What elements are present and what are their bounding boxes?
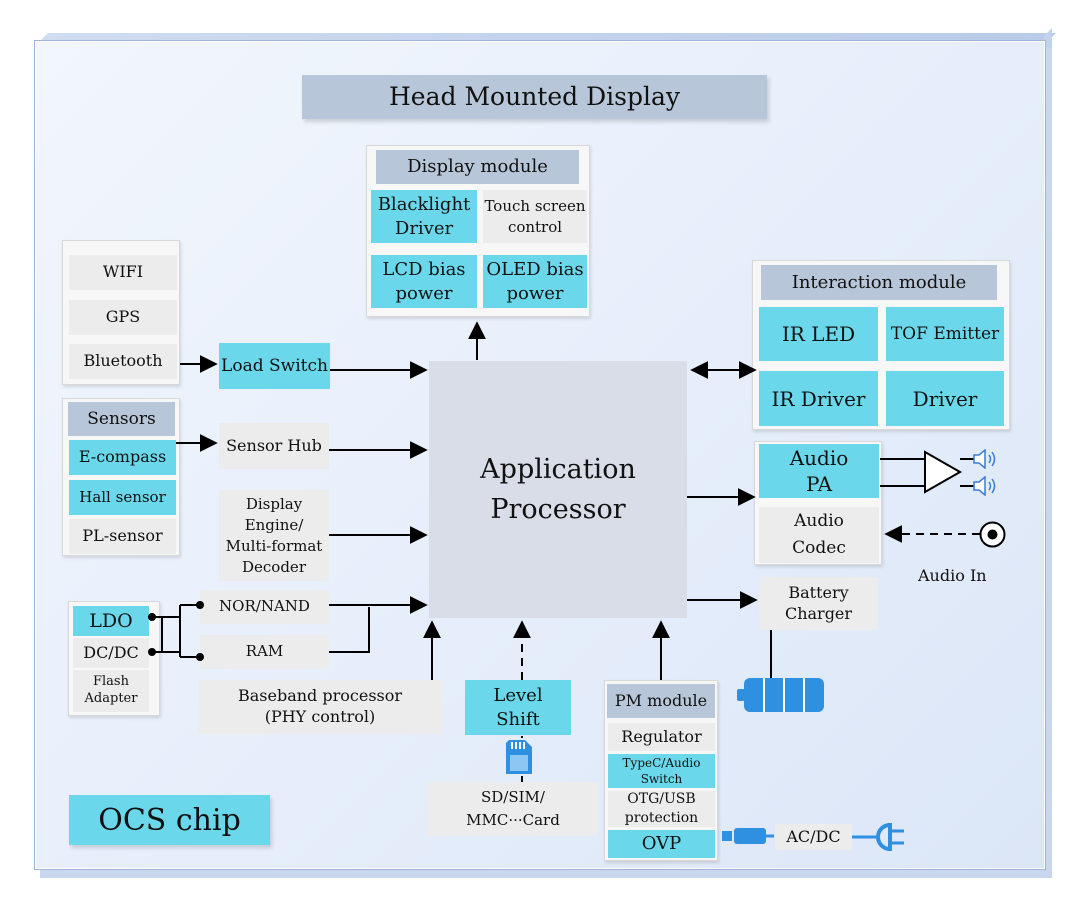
sensor-hub-block: Sensor Hub [219, 423, 329, 469]
ecompass-block: E-compass [69, 440, 176, 475]
flash-adapter-block: Flash Adapter [73, 670, 149, 712]
backlight-driver-block: Blacklight Driver [371, 190, 477, 243]
audio-in-label: Audio In [918, 566, 987, 585]
gps-block: GPS [69, 300, 177, 335]
battery-charger-block: Battery Charger [759, 577, 878, 630]
lcd-bias-power-block: LCD bias power [371, 255, 477, 308]
tof-emitter-block: TOF Emitter [886, 307, 1004, 361]
otg-usb-protection-block: OTG/USB protection [608, 791, 715, 827]
speaker-icon [973, 449, 996, 469]
ir-driver-block: IR Driver [759, 371, 878, 426]
sensors-header: Sensors [68, 402, 175, 436]
baseband-processor-block: Baseband processor (PHY control) [198, 680, 442, 734]
speaker-icon [973, 476, 996, 496]
load-switch-block: Load Switch [219, 343, 330, 389]
power-plug-icon [852, 823, 904, 851]
sd-card-icon [506, 740, 532, 774]
wifi-block: WIFI [69, 255, 177, 290]
diagram-title: Head Mounted Display [302, 75, 767, 119]
sd-card-block: SD/SIM/ MMC···Card [428, 782, 598, 836]
ovp-block: OVP [608, 830, 715, 858]
nor-nand-block: NOR/NAND [200, 590, 329, 624]
acdc-block: AC/DC [775, 824, 852, 850]
ram-block: RAM [200, 635, 329, 669]
oled-bias-power-block: OLED bias power [483, 255, 587, 308]
pm-module-header: PM module [607, 684, 715, 718]
audio-codec-block: Audio Codec [759, 507, 879, 563]
ldo-block: LDO [73, 606, 149, 636]
application-processor-block: Application Processor [429, 361, 687, 618]
pl-sensor-block: PL-sensor [69, 519, 176, 554]
battery-icon [737, 678, 824, 712]
regulator-block: Regulator [608, 723, 715, 751]
audio-jack-icon [979, 521, 1006, 548]
level-shift-block: Level Shift [465, 680, 571, 735]
touch-screen-control-block: Touch screen control [483, 190, 587, 243]
dcdc-block: DC/DC [73, 638, 149, 668]
typec-audio-switch-block: TypeC/Audio Switch [608, 754, 715, 788]
ocs-chip-label: OCS chip [69, 795, 270, 845]
display-module-header: Display module [376, 150, 579, 184]
usb-cable-icon [722, 828, 774, 844]
interaction-module-header: Interaction module [761, 265, 997, 300]
audio-pa-block: Audio PA [759, 444, 879, 498]
driver-block: Driver [886, 371, 1004, 426]
display-engine-block: Display Engine/ Multi-format Decoder [219, 490, 329, 581]
bluetooth-block: Bluetooth [69, 344, 177, 379]
ir-led-block: IR LED [759, 307, 878, 361]
hall-sensor-block: Hall sensor [69, 480, 176, 515]
